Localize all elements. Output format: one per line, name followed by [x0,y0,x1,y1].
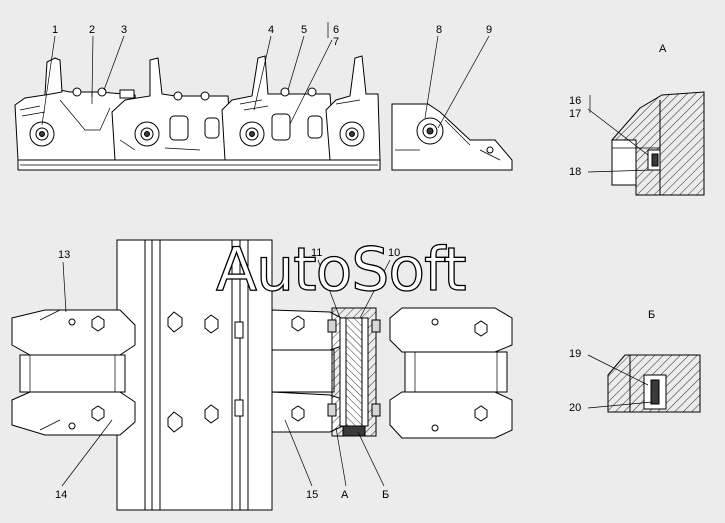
callout-5: 5 [301,24,307,36]
chain-link-2 [111,57,233,161]
track-shoe-plate [116,239,273,511]
watermark: AutoSoft [216,235,466,305]
callout-9: 9 [486,24,492,36]
detail-b-title: Б [648,309,655,321]
end-link [391,103,513,171]
detail-b: Б 19 20 [569,309,701,414]
callout-14: 14 [55,489,67,501]
section-marker-a: А [341,489,349,501]
callout-15: 15 [306,489,318,501]
section-marker-b: Б [382,489,389,501]
detail-a-title: А [659,43,667,55]
plan-link-center [271,307,381,437]
chain-link-3 [221,55,336,161]
callout-4: 4 [268,24,274,36]
callout-13: 13 [58,249,70,261]
callout-19: 19 [569,348,581,360]
callout-7: 7 [333,36,339,48]
callout-18: 18 [569,166,581,178]
callouts-top: 1 2 3 4 5 6 7 8 9 [41,22,492,129]
callouts-bottom: 13 14 15 11 10 А Б [55,247,400,501]
plan-link-right [389,307,513,439]
callout-16: 16 [569,95,581,107]
chain-link-4 [325,55,381,161]
callout-11: 11 [311,247,322,259]
callout-17: 17 [569,108,581,120]
plan-link-left [11,309,136,436]
callout-20: 20 [569,402,581,414]
chain-link-1 [14,57,141,161]
callout-10: 10 [388,247,400,259]
side-view-chain [14,55,513,171]
callout-8: 8 [436,24,442,36]
callout-6: 6 [333,24,339,36]
detail-a: А 16 17 18 [569,43,705,196]
callout-3: 3 [121,24,127,36]
callout-1: 1 [52,24,58,36]
plan-view [11,239,513,511]
callout-2: 2 [89,24,95,36]
